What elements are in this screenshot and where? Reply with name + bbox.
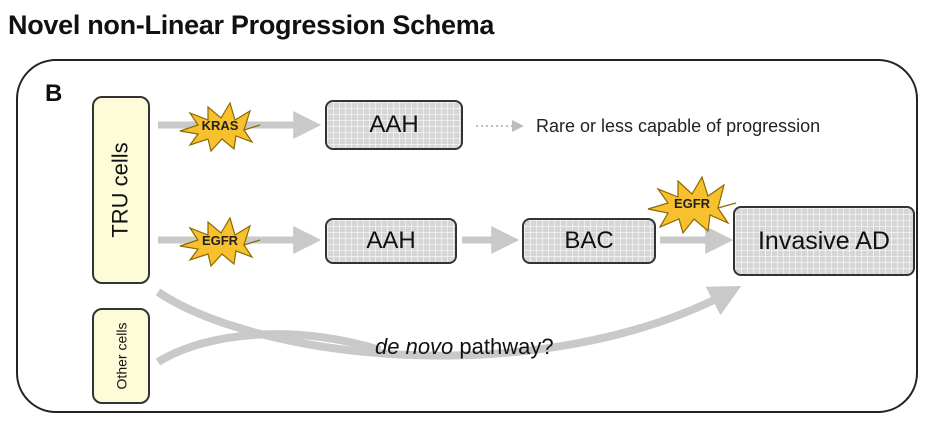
de-novo-pathway-label: de novo pathway? (375, 334, 554, 360)
bac-label: BAC (564, 227, 614, 254)
tru-cells-box: TRU cells (92, 96, 150, 284)
curve-tru-de-novo (155, 286, 742, 360)
kras-star (179, 101, 261, 153)
figure-title: Novel non-Linear Progression Schema (8, 10, 495, 40)
kras-label: KRAS (202, 118, 239, 133)
egfr-star-1 (179, 216, 261, 268)
progression-note: Rare or less capable of progression (536, 116, 821, 136)
tru-cells-label: TRU cells (108, 142, 133, 238)
aah-top-label: AAH (369, 111, 419, 138)
panel-label: B (45, 80, 63, 107)
other-cells-label: Other cells (113, 322, 130, 390)
other-cells-box: Other cells (92, 308, 150, 404)
bac-node: BAC (522, 218, 656, 264)
aah-mid-label: AAH (366, 227, 416, 254)
de-novo-rest: pathway? (453, 334, 554, 359)
de-novo-italic: de novo (375, 334, 454, 359)
egfr-label-2: EGFR (674, 196, 711, 211)
aah-top-node: AAH (325, 100, 463, 150)
curve-other-cells-join (155, 330, 382, 366)
invasive-ad-node: Invasive AD (733, 206, 915, 276)
egfr-star-2 (647, 175, 737, 235)
invasive-ad-label: Invasive AD (757, 226, 890, 255)
diagram-panel (16, 59, 918, 413)
aah-mid-node: AAH (325, 218, 457, 264)
egfr-label-1: EGFR (202, 233, 239, 248)
